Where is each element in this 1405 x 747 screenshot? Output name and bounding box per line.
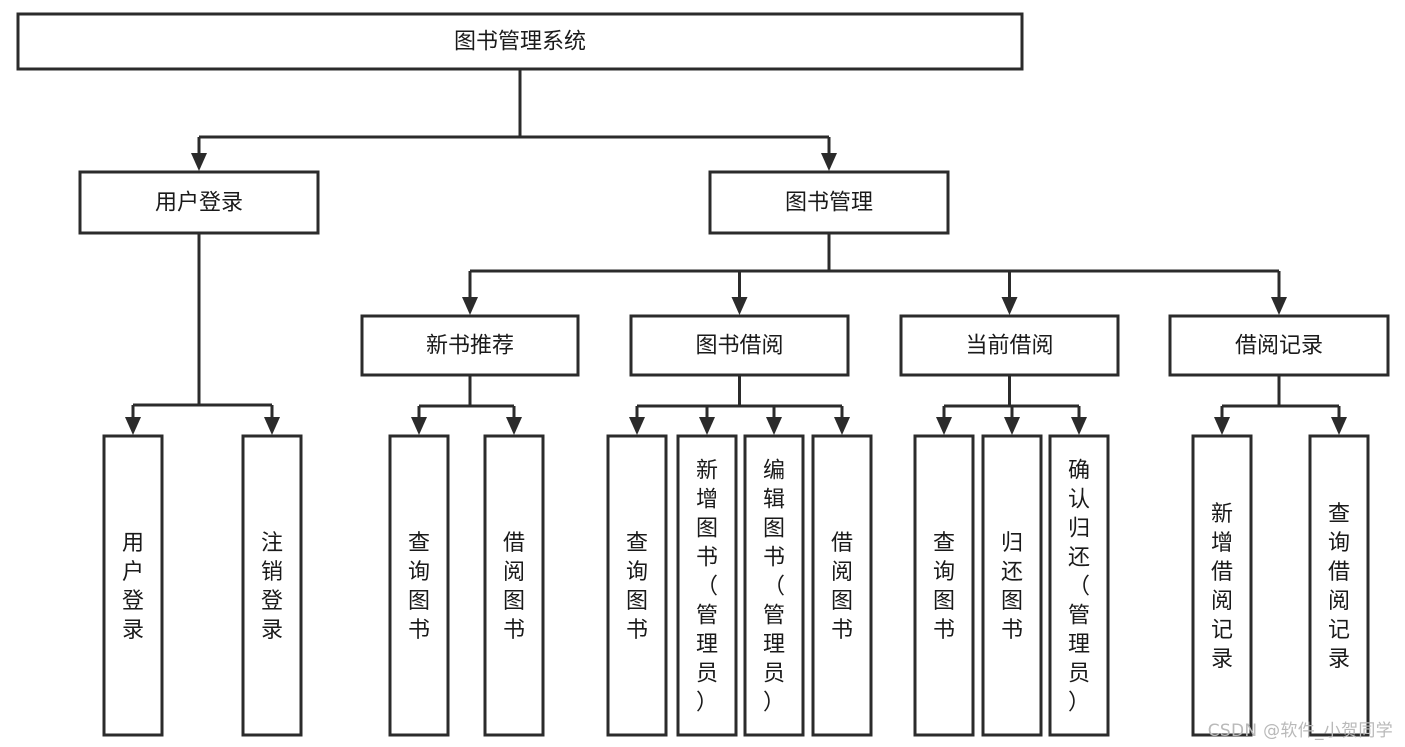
arrow-head [731, 297, 748, 315]
node-leaf-user-login[interactable]: 用户登录 [102, 434, 164, 737]
node-box-root [16, 12, 1024, 71]
node-current-borrow[interactable]: 当前借阅 [899, 314, 1120, 377]
node-root[interactable]: 图书管理系统 [16, 12, 1024, 71]
node-label-leaf-query-book-borrow: 查询图书 [626, 531, 648, 643]
node-box-leaf-query-borrow-record [1308, 434, 1370, 737]
node-box-leaf-edit-book [743, 434, 805, 737]
node-box-leaf-borrow-book-rec [483, 434, 545, 737]
node-label-leaf-add-borrow-record: 新增借阅记录 [1211, 502, 1233, 672]
node-label-current-borrow: 当前借阅 [965, 334, 1053, 359]
node-box-leaf-return-book [981, 434, 1043, 737]
arrow-head [699, 417, 715, 435]
arrow-head [629, 417, 645, 435]
node-leaf-logout-login[interactable]: 注销登录 [241, 434, 303, 737]
node-box-leaf-logout-login [241, 434, 303, 737]
node-label-leaf-query-borrow-record: 查询借阅记录 [1328, 502, 1350, 672]
node-leaf-query-book-current[interactable]: 查询图书 [913, 434, 975, 737]
node-box-book-management [708, 170, 950, 235]
arrow-head [411, 417, 427, 435]
arrow-head [1004, 417, 1020, 435]
arrow-head [766, 417, 782, 435]
node-label-leaf-borrow-book: 借阅图书 [831, 531, 853, 643]
node-borrow-record[interactable]: 借阅记录 [1168, 314, 1390, 377]
node-box-leaf-borrow-book [811, 434, 873, 737]
node-leaf-edit-book[interactable]: 编辑图书（管理员） [743, 434, 805, 737]
node-leaf-return-book[interactable]: 归还图书 [981, 434, 1043, 737]
arrow-head [462, 297, 478, 315]
node-label-leaf-edit-book: 编辑图书（管理员） [763, 459, 785, 716]
node-box-leaf-query-book-borrow [606, 434, 668, 737]
node-label-book-management: 图书管理 [785, 191, 873, 216]
node-label-leaf-add-book: 新增图书（管理员） [696, 459, 718, 716]
node-user-login[interactable]: 用户登录 [78, 170, 320, 235]
arrow-head [1071, 417, 1087, 435]
node-box-book-borrow [629, 314, 850, 377]
node-label-leaf-confirm-return: 确认归还（管理员） [1068, 459, 1090, 716]
node-box-leaf-confirm-return [1048, 434, 1110, 737]
arrow-head [834, 417, 850, 435]
node-leaf-add-book[interactable]: 新增图书（管理员） [676, 434, 738, 737]
watermark-text: CSDN @软件_小贺同学 [1207, 721, 1393, 741]
arrow-head [1271, 297, 1287, 315]
connector-lines [125, 69, 1347, 435]
node-leaf-query-book-rec[interactable]: 查询图书 [388, 434, 450, 737]
node-label-root: 图书管理系统 [454, 30, 586, 55]
node-leaf-add-borrow-record[interactable]: 新增借阅记录 [1191, 434, 1253, 737]
node-box-leaf-query-book-current [913, 434, 975, 737]
node-box-borrow-record [1168, 314, 1390, 377]
node-book-borrow[interactable]: 图书借阅 [629, 314, 850, 377]
arrow-head [821, 153, 837, 171]
node-boxes: 图书管理系统用户登录图书管理新书推荐图书借阅当前借阅借阅记录用户登录注销登录查询… [16, 12, 1390, 737]
node-leaf-query-borrow-record[interactable]: 查询借阅记录 [1308, 434, 1370, 737]
node-book-management[interactable]: 图书管理 [708, 170, 950, 235]
node-label-new-book-recommend: 新书推荐 [426, 334, 514, 359]
node-box-user-login [78, 170, 320, 235]
node-box-leaf-query-book-rec [388, 434, 450, 737]
node-box-current-borrow [899, 314, 1120, 377]
node-label-leaf-return-book: 归还图书 [1001, 531, 1023, 643]
node-label-leaf-query-book-current: 查询图书 [933, 531, 955, 643]
node-box-leaf-user-login [102, 434, 164, 737]
node-leaf-borrow-book[interactable]: 借阅图书 [811, 434, 873, 737]
node-leaf-confirm-return[interactable]: 确认归还（管理员） [1048, 434, 1110, 737]
arrow-head [506, 417, 522, 435]
arrow-head [936, 417, 952, 435]
node-label-user-login: 用户登录 [155, 191, 243, 216]
node-leaf-borrow-book-rec[interactable]: 借阅图书 [483, 434, 545, 737]
node-label-leaf-logout-login: 注销登录 [261, 531, 283, 643]
arrow-head [125, 417, 141, 435]
node-leaf-query-book-borrow[interactable]: 查询图书 [606, 434, 668, 737]
arrow-head [191, 153, 207, 171]
node-box-leaf-add-book [676, 434, 738, 737]
node-label-leaf-query-book-rec: 查询图书 [408, 531, 430, 643]
node-label-leaf-borrow-book-rec: 借阅图书 [503, 531, 525, 643]
node-label-leaf-user-login: 用户登录 [122, 531, 144, 643]
node-label-book-borrow: 图书借阅 [695, 334, 783, 359]
node-box-new-book-recommend [360, 314, 580, 377]
arrow-head [1001, 297, 1018, 315]
node-new-book-recommend[interactable]: 新书推荐 [360, 314, 580, 377]
arrow-head [264, 417, 280, 435]
arrow-head [1331, 417, 1347, 435]
arrow-head [1214, 417, 1230, 435]
node-box-leaf-add-borrow-record [1191, 434, 1253, 737]
node-label-borrow-record: 借阅记录 [1235, 334, 1323, 359]
